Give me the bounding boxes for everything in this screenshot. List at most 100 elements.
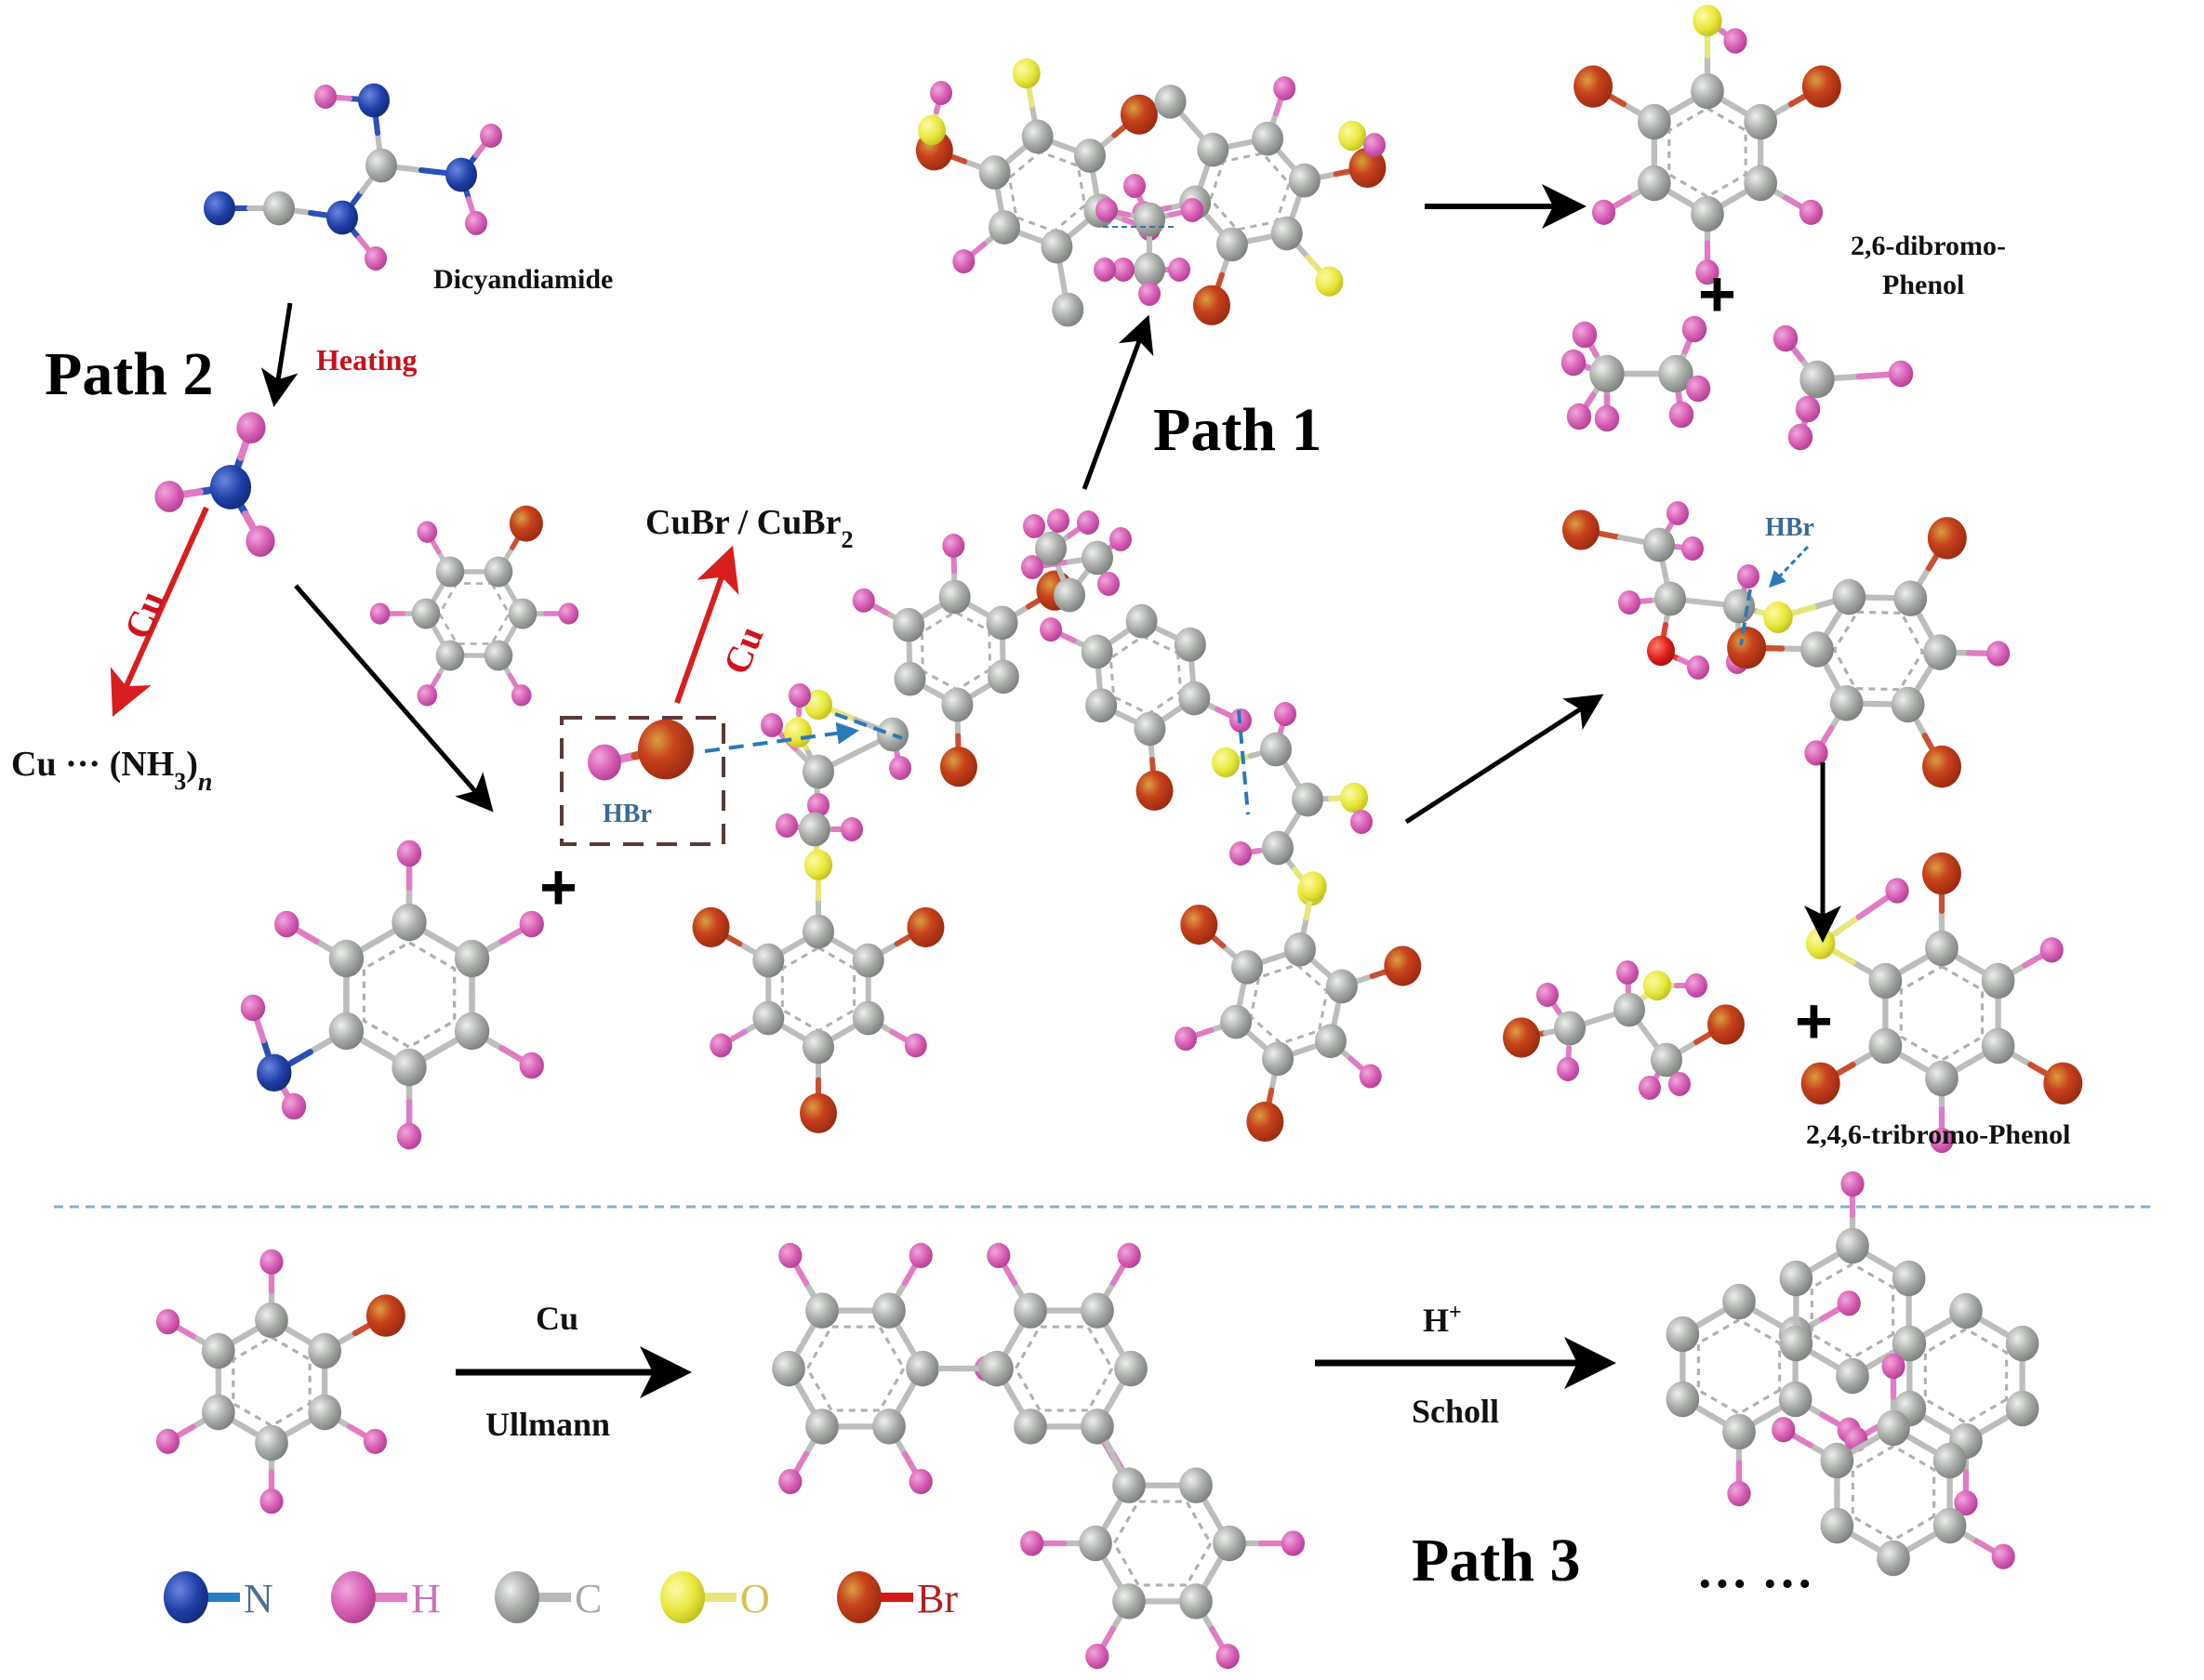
central-bottom-left-ring [692, 850, 945, 1133]
atom-h [778, 1468, 803, 1495]
path2-label: Path 2 [45, 340, 214, 408]
terphenyl-ring-2 [980, 1242, 1148, 1495]
arrow-path1 [1082, 314, 1154, 490]
atom-h [154, 481, 184, 512]
atom-c [1892, 1260, 1926, 1297]
atom-h [1787, 423, 1813, 451]
atom-c [411, 598, 441, 629]
atom-h [1727, 1480, 1751, 1507]
atom-h [1023, 514, 1045, 538]
atom-h [417, 684, 438, 707]
arrow-heating [260, 302, 299, 407]
atom-h [363, 1428, 388, 1454]
tribromophenol-label: 2,4,6-tribromo-Phenol [1806, 1119, 2070, 1150]
atom-o [1693, 5, 1722, 37]
hbr-molecule [588, 719, 694, 781]
atom-c [1637, 165, 1671, 202]
atom-c [1178, 681, 1211, 716]
atom-c [1082, 1409, 1113, 1444]
aromatic-ring [1899, 964, 1985, 1063]
continuation-ellipsis: ··· ··· [1696, 1555, 1813, 1613]
atom-c [454, 939, 490, 978]
aromatic-dash [1249, 962, 1329, 1046]
hbr-pointer-arrow [1768, 545, 1810, 589]
atom-c [894, 661, 926, 696]
atom-c [484, 640, 513, 671]
atom-h [1594, 404, 1620, 432]
aromatic-ring [1007, 150, 1087, 233]
aromatic-dash [232, 1335, 312, 1428]
atom-c [1981, 1027, 2015, 1065]
atom-h [396, 1122, 422, 1150]
atom-h [1723, 28, 1747, 54]
atom-h [365, 246, 387, 271]
atom-br [1927, 517, 1967, 560]
dibromophenol-label-line2: Phenol [1882, 270, 1964, 300]
atom-h [236, 412, 266, 443]
atom-c [1035, 531, 1067, 566]
atom-c [803, 1029, 834, 1065]
atom-c [263, 191, 295, 226]
atom-br [1135, 770, 1174, 811]
atom-c [1658, 354, 1693, 393]
atom-o [1763, 601, 1793, 634]
plus-sign-left: + [539, 851, 578, 923]
atom-h [1175, 1026, 1198, 1052]
plus-sign-dibromo: + [1698, 258, 1736, 330]
atom-c [1613, 992, 1645, 1027]
legend-item-n: N [164, 1571, 273, 1623]
atom-c [1073, 139, 1106, 173]
atom-h [1737, 564, 1759, 589]
legend-label: O [740, 1576, 770, 1621]
atom-h [776, 814, 798, 838]
atom-c [1691, 195, 1724, 232]
atom-h [1095, 198, 1118, 222]
atom-br [1922, 852, 1961, 895]
atom-c [986, 605, 1018, 641]
atom-br [907, 906, 945, 947]
atom-c [1932, 1507, 1967, 1544]
atom-c [328, 939, 365, 978]
atom-h [1359, 1064, 1382, 1089]
scholl-reaction-label: Scholl [1412, 1393, 1499, 1430]
atom-c [1637, 103, 1671, 140]
atom-c [752, 1000, 785, 1036]
atom-c [1820, 1507, 1854, 1544]
atom-c [1174, 627, 1206, 662]
molecules-layer [154, 5, 2083, 1670]
atom-c [1868, 1027, 1903, 1065]
atom-h [942, 533, 965, 558]
scholl-acid-label: H+ [1423, 1301, 1462, 1339]
atom-c [1014, 1409, 1047, 1445]
atom-c [1554, 1011, 1586, 1046]
aromatic-dash [1667, 106, 1747, 199]
legend-label: Br [917, 1576, 958, 1621]
atom-br [939, 747, 977, 787]
atom-h [930, 81, 952, 105]
aromatic-ring [1112, 1500, 1213, 1587]
atom-c [989, 210, 1021, 245]
atom-h [1229, 841, 1252, 866]
legend-ball-icon [164, 1571, 208, 1623]
atom-h [558, 602, 579, 625]
hbr-highlight-box [560, 716, 725, 846]
atom-c [852, 943, 884, 978]
atom-br [1922, 745, 1962, 788]
atom-c [938, 579, 971, 615]
atom-h [1772, 324, 1799, 352]
atom-h [1274, 702, 1296, 726]
atom-br [692, 906, 730, 947]
atom-br [2043, 1062, 2083, 1105]
legend-item-br: Br [837, 1571, 958, 1623]
path1-right-ring [1132, 76, 1387, 325]
atom-n [257, 1053, 292, 1092]
atom-h [1695, 259, 1719, 285]
atom-c [1722, 1283, 1756, 1320]
aromatic-dash [1109, 634, 1183, 716]
cleavage-line-intermediate [1739, 589, 1752, 646]
atom-h [314, 85, 337, 109]
atom-h [1666, 501, 1689, 525]
atom-c [1744, 165, 1778, 202]
atom-o [1340, 782, 1368, 814]
